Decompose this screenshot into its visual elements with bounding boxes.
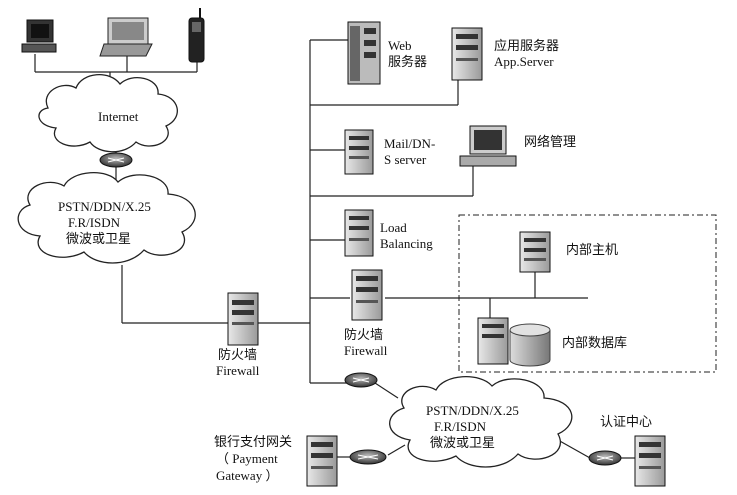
router-icon <box>344 372 378 388</box>
internal-network-boundary <box>458 214 717 373</box>
web-server-icon <box>347 21 381 85</box>
ca-server-icon <box>634 435 666 487</box>
network-management-label: 网络管理 <box>524 134 576 149</box>
mail-label-line1: Mail/DN- <box>384 136 435 151</box>
payment-label-en1: （ Payment <box>216 451 278 466</box>
ca-label: 认证中心 <box>600 414 652 429</box>
payment-label-en2: Gateway ） <box>216 468 278 483</box>
router-icon <box>588 450 622 466</box>
pstn2-label-line1: PSTN/DDN/X.25 <box>426 403 519 418</box>
internet-cloud <box>38 74 178 153</box>
load-balancing-server-icon <box>344 209 374 257</box>
pstn2-label-line3: 微波或卫星 <box>430 435 495 450</box>
app-server-icon <box>451 27 483 81</box>
inner-firewall-label-cn: 防火墙 <box>344 327 383 342</box>
database-icon <box>477 317 551 367</box>
firewall-label-cn: 防火墙 <box>218 347 257 362</box>
internal-db-label: 内部数据库 <box>562 335 627 350</box>
inner-firewall-label-en: Firewall <box>344 343 388 358</box>
app-server-label-en: App.Server <box>494 54 554 69</box>
payment-label-cn: 银行支付网关 <box>214 434 292 449</box>
pstn-label-line2: F.R/ISDN <box>68 215 121 230</box>
web-label-line2: 服务器 <box>388 54 427 69</box>
web-label-line1: Web <box>388 38 412 53</box>
pstn-cloud-2 <box>389 375 573 468</box>
app-server-label-cn: 应用服务器 <box>494 38 559 53</box>
router-icon <box>349 449 387 465</box>
internet-label: Internet <box>98 109 139 124</box>
firewall-server-icon <box>227 292 259 346</box>
network-management-pc-icon <box>459 125 517 167</box>
firewall-label-en: Firewall <box>216 363 260 378</box>
payment-gateway-server-icon <box>306 435 338 487</box>
pstn-cloud-1 <box>17 171 196 264</box>
pstn2-label-line2: F.R/ISDN <box>434 419 487 434</box>
load-label-line2: Balancing <box>380 236 433 251</box>
pstn-label-line1: PSTN/DDN/X.25 <box>58 199 151 214</box>
internal-host-server-icon <box>519 231 551 273</box>
router-icon <box>99 152 133 168</box>
internal-host-label: 内部主机 <box>566 242 618 257</box>
inner-firewall-server-icon <box>351 269 383 321</box>
mobile-phone-icon <box>188 8 205 63</box>
desktop-pc-icon <box>21 19 57 53</box>
load-label-line1: Load <box>380 220 407 235</box>
mail-dns-server-icon <box>344 129 374 175</box>
mail-label-line2: S server <box>384 152 427 167</box>
laptop-icon <box>99 17 153 57</box>
pstn-label-line3: 微波或卫星 <box>66 231 131 246</box>
